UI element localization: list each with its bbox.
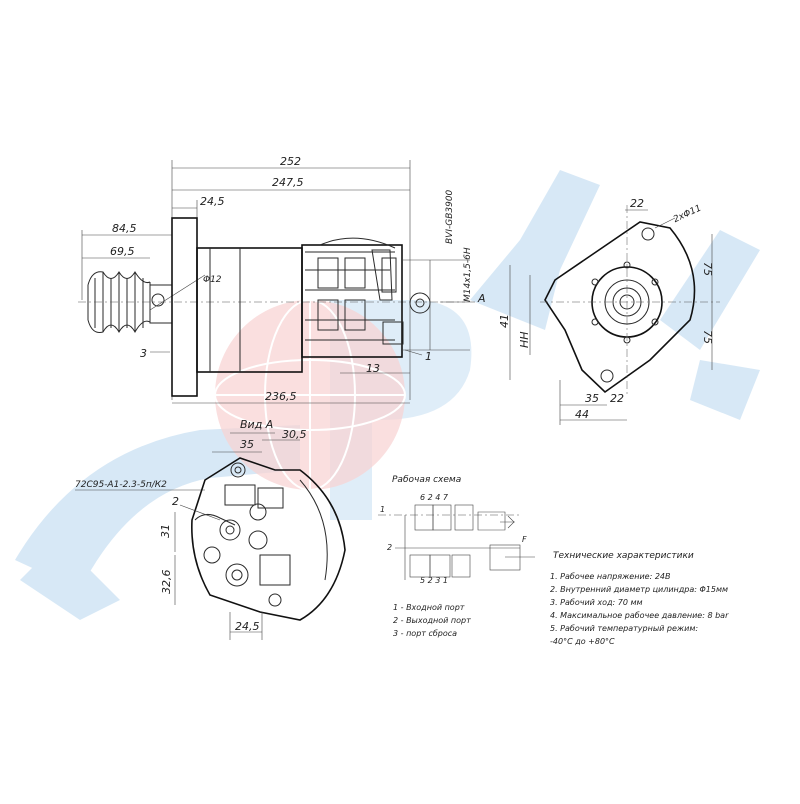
view-a: Вид А 72С95-А1-2.3-5п/К2 35 30,5 2 31 32… (75, 418, 346, 640)
dim-69-5: 69,5 (110, 245, 135, 258)
dim-va-24-5: 24,5 (235, 620, 260, 633)
dim-front-22b: 22 (610, 392, 624, 405)
dim-front-75a: 75 (701, 262, 714, 276)
schema-ports-bottom: 5 2 3 1 (420, 576, 448, 585)
dim-84-5: 84,5 (112, 222, 137, 235)
dim-13: 13 (366, 362, 380, 375)
schema-legend-1: 1 - Входной порт (393, 603, 465, 612)
dim-front-35: 35 (585, 392, 599, 405)
spec-item-1: 1. Рабочее напряжение: 24В (550, 572, 670, 581)
dim-front-22: 22 (630, 197, 644, 210)
dim-24-5: 24,5 (200, 195, 225, 208)
schema-ports-top: 6 2 4 7 (420, 493, 449, 502)
dim-236-5: 236,5 (265, 390, 297, 403)
spec-item-2: 2. Внутренний диаметр цилиндра: Φ15мм (550, 585, 728, 594)
watermark-logo (15, 170, 760, 620)
schema-label-1: 1 (380, 505, 385, 514)
dim-va-31: 31 (159, 524, 172, 538)
dim-front-hh: HH (518, 331, 531, 348)
dim-front-41: 41 (498, 314, 511, 328)
spec-item-4: 4. Максимальное рабочее давление: 8 bar (550, 611, 729, 620)
working-schema: Рабочая схема 6 2 4 7 5 2 3 1 1 2 F 1 - … (378, 475, 535, 638)
side-view: 252 247,5 24,5 84,5 69,5 Φ12 3 (78, 155, 486, 404)
spec-item-3: 3. Рабочий ход: 70 мм (550, 598, 643, 607)
item-1-label: 1 (425, 350, 432, 363)
dim-front-75b: 75 (701, 330, 714, 344)
item-3-label: 3 (140, 347, 147, 360)
spec-item-5: 5. Рабочий температурный режим: (550, 624, 698, 633)
dim-front-44: 44 (575, 408, 589, 421)
dim-va-30-5: 30,5 (282, 428, 307, 441)
cable-spec: BVI-GB3900 (445, 189, 455, 244)
dim-dia12: Φ12 (203, 275, 222, 285)
dim-247-5: 247,5 (272, 176, 304, 189)
schema-label-f: F (522, 535, 527, 544)
specs-title: Технические характеристики (553, 551, 694, 561)
dim-252: 252 (280, 155, 301, 168)
item-2-label: 2 (172, 495, 179, 508)
schema-label-2: 2 (387, 543, 392, 552)
schema-legend-2: 2 - Выходной порт (393, 616, 471, 625)
view-a-title: Вид А (240, 418, 273, 431)
dim-va-35: 35 (240, 438, 254, 451)
part-number: 72С95-А1-2.3-5п/К2 (75, 480, 167, 490)
dim-va-32-6: 32,6 (160, 570, 173, 595)
arrow-a-label: A (477, 292, 486, 305)
holes-spec: 2xΦ11 (672, 203, 703, 225)
schema-title: Рабочая схема (392, 475, 461, 485)
technical-specs: Технические характеристики 1. Рабочее на… (550, 551, 729, 646)
schema-legend-3: 3 - порт сброса (393, 629, 457, 638)
thread-spec: M14x1,5-6H (463, 247, 473, 302)
spec-item-6: -40°С до +80°С (550, 637, 615, 646)
